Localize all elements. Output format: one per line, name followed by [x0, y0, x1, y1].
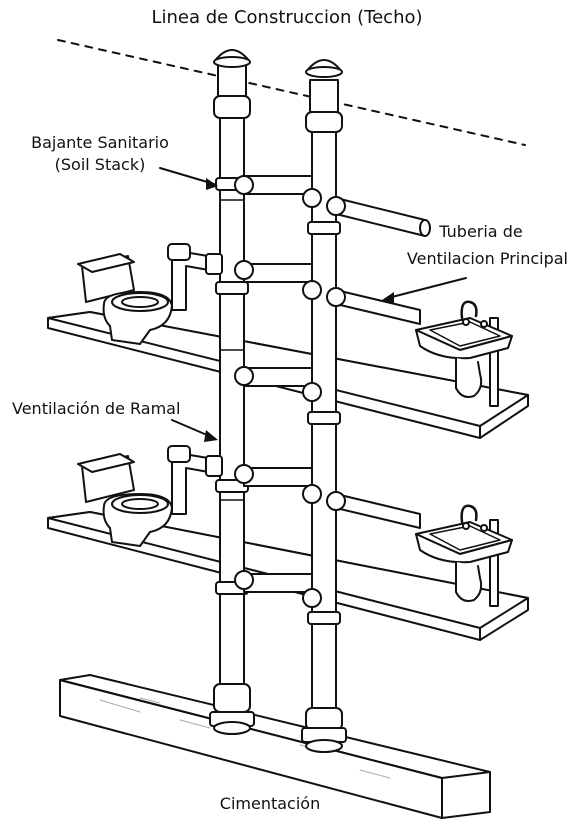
soil-stack-label-line1: Bajante Sanitario	[31, 133, 169, 152]
lower-sink	[415, 504, 513, 607]
lower-toilet	[77, 453, 173, 547]
branch-vent-label: Ventilación de Ramal	[12, 399, 181, 418]
roof-line-label: Linea de Construccion (Techo)	[151, 7, 423, 28]
main-vent-label-line1: Tuberia de	[439, 222, 523, 241]
toilet-branch-pipes	[167, 243, 223, 515]
main-vent-pipe	[301, 59, 347, 753]
vent-stub-pipe	[326, 196, 431, 237]
foundation-label: Cimentación	[219, 794, 321, 813]
soil-stack-pipe	[209, 49, 255, 735]
roof-line	[57, 39, 526, 146]
main-vent-label-line2: Ventilacion Principal	[406, 249, 568, 268]
sink-drain-pipes	[326, 287, 421, 529]
soil-stack-label-line2: (Soil Stack)	[54, 155, 146, 174]
upper-sink	[415, 300, 513, 407]
cross-connections	[234, 175, 322, 608]
upper-toilet	[77, 253, 173, 345]
label-arrows	[159, 167, 467, 442]
